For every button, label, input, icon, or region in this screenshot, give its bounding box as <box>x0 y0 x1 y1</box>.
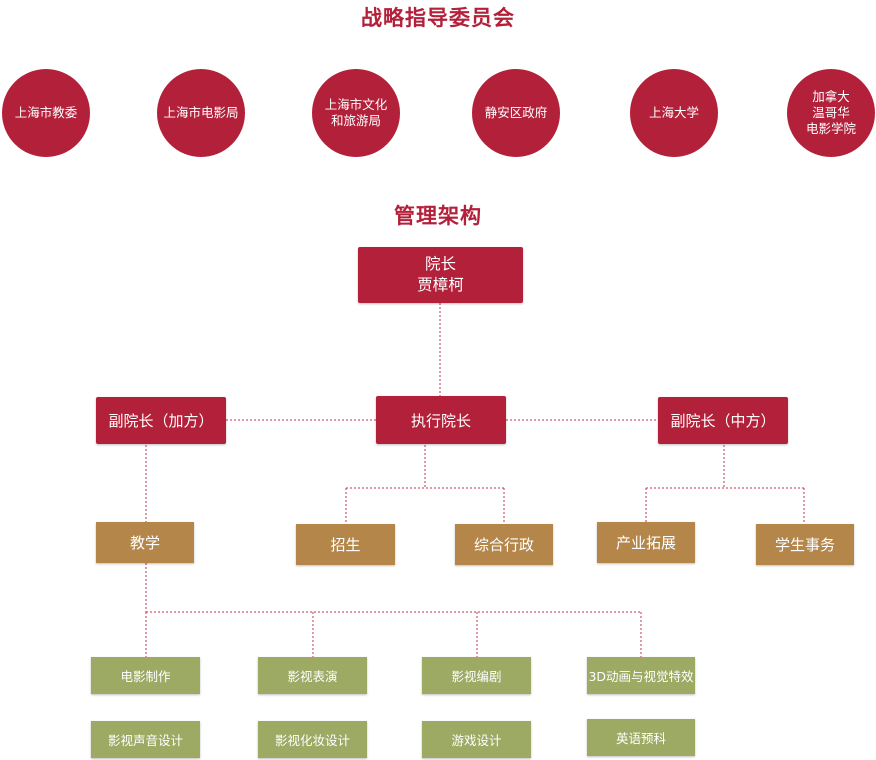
dept-admissions: 招生 <box>296 524 395 565</box>
dept-industry-development: 产业拓展 <box>597 522 695 563</box>
member-jingan-district-government: 静安区政府 <box>472 69 560 157</box>
executive-dean-box: 执行院长 <box>376 396 506 444</box>
program-acting: 影视表演 <box>258 657 367 694</box>
connector-teaching-programs <box>145 563 642 657</box>
management-title: 管理架构 <box>394 204 482 228</box>
connector-vice-china-departments <box>645 445 805 524</box>
connector-executive-departments <box>345 445 505 524</box>
program-game-design: 游戏设计 <box>422 721 531 758</box>
member-shanghai-university: 上海大学 <box>630 69 718 157</box>
program-english-foundation: 英语预科 <box>587 719 695 756</box>
dept-student-affairs: 学生事务 <box>756 524 854 565</box>
dean-box: 院长 贾樟柯 <box>358 247 523 303</box>
member-vancouver-film-school: 加拿大 温哥华 电影学院 <box>787 69 875 157</box>
program-makeup-design: 影视化妆设计 <box>258 721 367 758</box>
program-film-production: 电影制作 <box>91 657 200 694</box>
member-shanghai-film-bureau: 上海市电影局 <box>157 69 245 157</box>
program-3d-animation-vfx: 3D动画与视觉特效 <box>587 657 695 694</box>
strategy-committee-title: 战略指导委员会 <box>361 6 515 30</box>
program-screenwriting: 影视编剧 <box>422 657 531 694</box>
dept-teaching: 教学 <box>96 522 194 563</box>
program-sound-design: 影视声音设计 <box>91 721 200 758</box>
vice-dean-canada-box: 副院长（加方） <box>96 397 226 444</box>
vice-dean-china-box: 副院长（中方） <box>658 397 788 444</box>
member-shanghai-education-commission: 上海市教委 <box>2 69 90 157</box>
dept-administration: 综合行政 <box>455 524 553 565</box>
member-shanghai-culture-tourism-bureau: 上海市文化 和旅游局 <box>312 69 400 157</box>
